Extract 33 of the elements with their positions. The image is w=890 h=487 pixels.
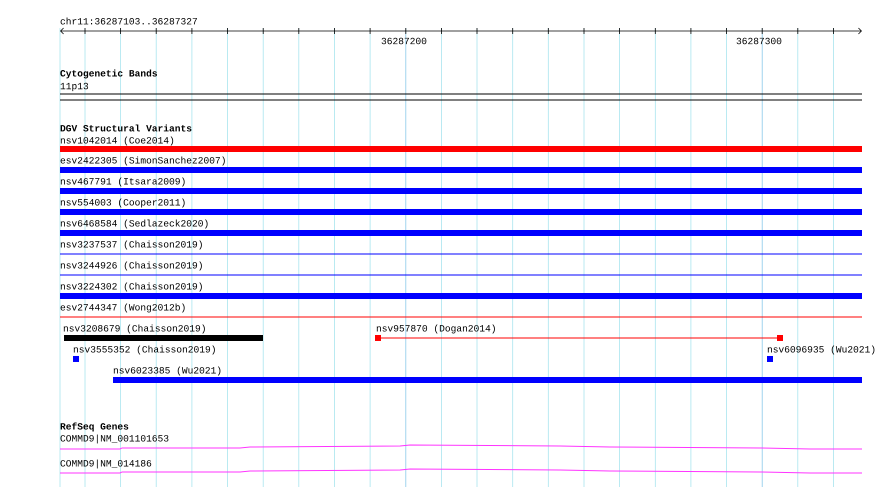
- variant-bar: nsv6468584 (Sedlazeck2020): [60, 220, 862, 236]
- variant-bar: nsv1042014 (Coe2014): [60, 136, 862, 152]
- node-label: nsv6023385 (Wu2021): [114, 366, 220, 376]
- variant-line: esv2744347 (Wong2012b): [60, 304, 862, 318]
- cytoband-feature: 11p13: [60, 82, 862, 100]
- gene-line: COMMD9|NM_001101653: [60, 434, 862, 450]
- node-label: nsv6468584 (Sedlazeck2020): [60, 220, 208, 228]
- variant-bar: nsv3224302 (Chaisson2019): [60, 282, 862, 299]
- variant-bar: nsv467791 (Itsara2009): [60, 178, 862, 194]
- gene-line: COMMD9|NM_014186: [60, 460, 862, 474]
- track-heading: RefSeq Genes: [60, 422, 128, 432]
- variant-bar: esv2422305 (SimonSanchez2007): [60, 156, 862, 173]
- variant-bar: nsv6023385 (Wu2021): [113, 366, 862, 383]
- variant-mark: nsv3555352 (Chaisson2019): [73, 346, 215, 362]
- node-label: nsv6096935 (Wu2021): [768, 346, 874, 354]
- variant-line: nsv3244926 (Chaisson2019): [60, 262, 862, 276]
- node-label: nsv467791 (Itsara2009): [60, 178, 185, 186]
- variant-bar: nsv554003 (Cooper2011): [60, 198, 862, 215]
- ruler-label: chr11:36287103..36287327: [60, 17, 197, 24]
- variant-mark: nsv6096935 (Wu2021): [767, 346, 874, 362]
- variant-line: nsv3237537 (Chaisson2019): [60, 240, 862, 254]
- variant-bar: nsv3208679 (Chaisson2019): [64, 324, 263, 341]
- tick-label: 36287200: [382, 38, 426, 44]
- node-label: nsv3208679 (Chaisson2019): [64, 324, 205, 334]
- node-label: nsv3224302 (Chaisson2019): [60, 282, 202, 292]
- track-heading: DGV Structural Variants: [60, 124, 192, 132]
- node-label: nsv3555352 (Chaisson2019): [74, 346, 215, 354]
- node-label: esv2422305 (SimonSanchez2007): [60, 156, 225, 166]
- node-label: nsv1042014 (Coe2014): [60, 136, 174, 146]
- tick-label: 36287300: [736, 38, 782, 44]
- node-label: nsv957870 (Dogan2014): [376, 324, 495, 334]
- node-label: nsv554003 (Cooper2011): [60, 198, 185, 208]
- variant-span: nsv957870 (Dogan2014): [375, 324, 783, 341]
